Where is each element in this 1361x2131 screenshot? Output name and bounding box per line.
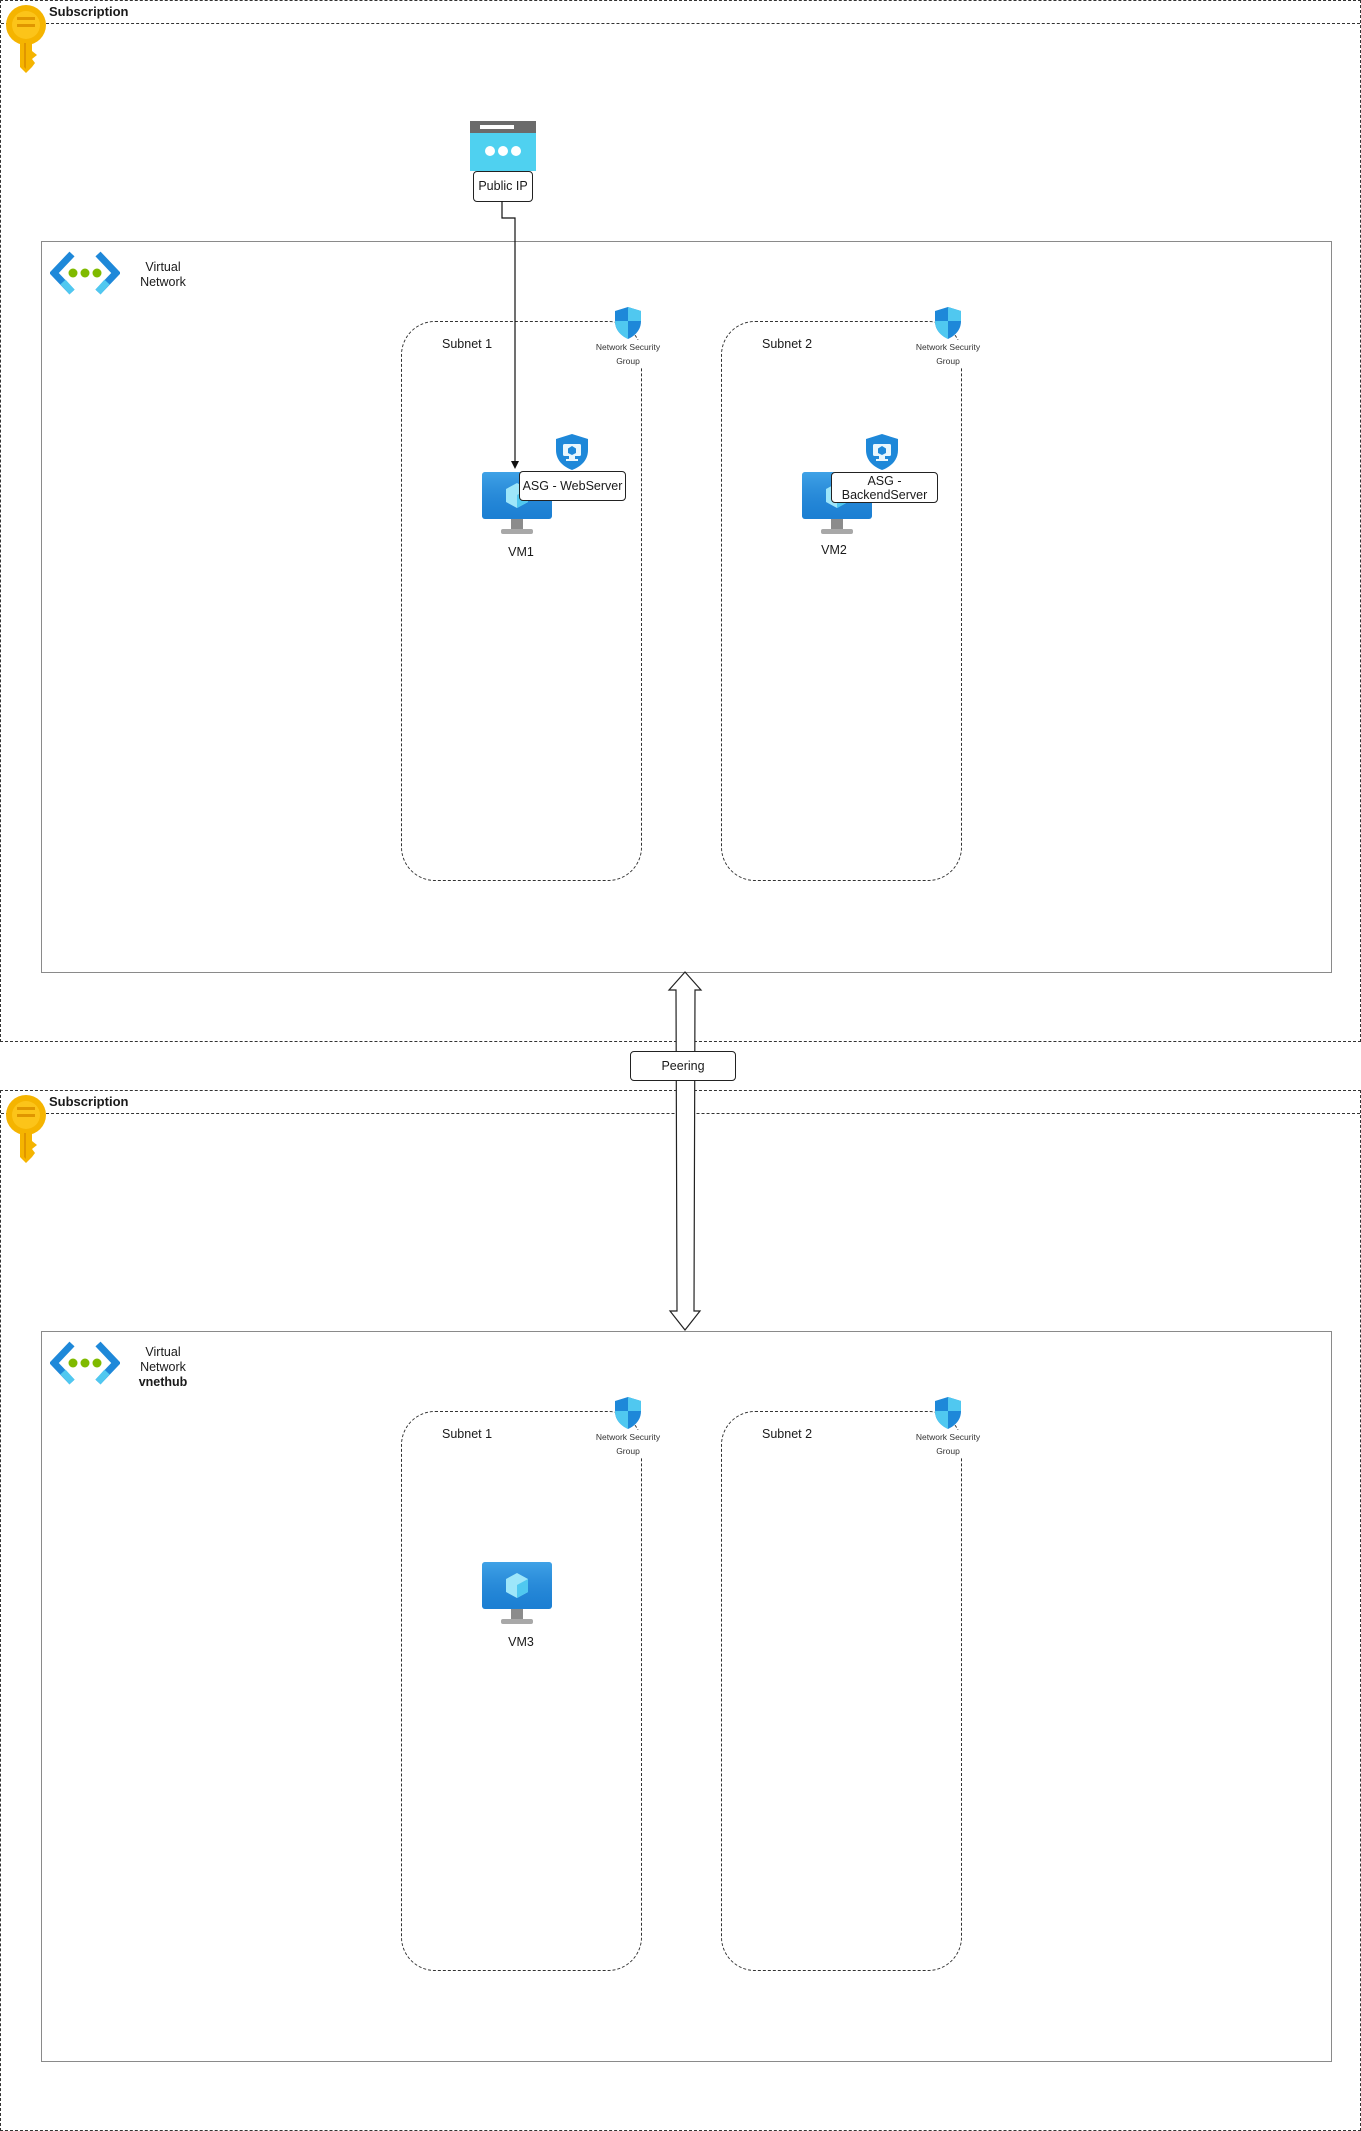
virtual-network-icon — [50, 1341, 120, 1385]
shield-icon — [935, 1397, 961, 1429]
nsg-label-line2: Group — [936, 1446, 960, 1456]
virtual-network-1: Virtual Network Subnet 1 Subnet 2 Networ… — [41, 241, 1332, 973]
vnet-label-line2: Network — [140, 275, 186, 289]
nsg-label-line1: Network Security — [915, 342, 981, 352]
subscription-title: Subscription — [49, 4, 129, 19]
key-icon — [6, 5, 46, 73]
nsg-label-line2: Group — [616, 1446, 640, 1456]
public-ip-connector — [501, 201, 516, 462]
connector-arrowhead — [511, 461, 519, 469]
vm-label: VM1 — [508, 545, 534, 559]
public-ip-icon — [470, 121, 536, 171]
application-security-group-icon — [556, 434, 588, 470]
nsg-label-line2: Group — [616, 356, 640, 366]
network-security-group-2: Network Security Group — [912, 306, 984, 368]
vnet-name: vnethub — [138, 1375, 188, 1389]
network-security-group-1: Network Security Group — [592, 306, 664, 368]
nsg-label-line1: Network Security — [595, 1432, 661, 1442]
vnet-label-line2: Network — [140, 1360, 186, 1374]
peering-label: Peering — [630, 1051, 736, 1081]
subscription-1: Subscription Virtual Network Subnet 1 Su… — [0, 0, 1361, 1042]
nsg-label: Network Security Group — [912, 340, 984, 368]
network-security-group-2: Network Security Group — [912, 1396, 984, 1458]
virtual-network-label: Virtual Network vnethub — [128, 1345, 198, 1390]
subnet-label: Subnet 1 — [442, 337, 493, 351]
subnet-2: Subnet 2 — [721, 1411, 962, 1971]
subnet-label: Subnet 1 — [442, 1427, 493, 1441]
virtual-network-2: Virtual Network vnethub Subnet 1 Subnet … — [41, 1331, 1332, 2062]
peering-arrow — [667, 971, 703, 1331]
subscription-header — [1, 1, 1360, 24]
asg-webserver-label: ASG - WebServer — [519, 471, 626, 501]
asg-label-line1: ASG - — [867, 474, 902, 488]
vm-label: VM2 — [821, 543, 847, 557]
network-security-group-1: Network Security Group — [592, 1396, 664, 1458]
virtual-network-icon — [50, 251, 120, 295]
public-ip-label: Public IP — [473, 171, 533, 202]
subnet-1: Subnet 1 — [401, 321, 642, 881]
nsg-label: Network Security Group — [592, 340, 664, 368]
virtual-network-label: Virtual Network — [128, 260, 198, 290]
nsg-label: Network Security Group — [912, 1430, 984, 1458]
vnet-label-line1: Virtual — [145, 260, 181, 274]
asg-backendserver-label: ASG - BackendServer — [831, 472, 938, 503]
shield-icon — [615, 1397, 641, 1429]
asg-label-line2: BackendServer — [841, 488, 928, 502]
vnet-label-line1: Virtual — [145, 1345, 181, 1359]
subscription-title: Subscription — [49, 1094, 129, 1109]
subnet-label: Subnet 2 — [762, 337, 813, 351]
nsg-label: Network Security Group — [592, 1430, 664, 1458]
application-security-group-icon — [866, 434, 898, 470]
monitor-icon — [482, 1562, 552, 1624]
nsg-label-line1: Network Security — [915, 1432, 981, 1442]
nsg-label-line2: Group — [936, 356, 960, 366]
key-icon — [6, 1095, 46, 1163]
shield-icon — [615, 307, 641, 339]
subnet-1: Subnet 1 — [401, 1411, 642, 1971]
vm-label: VM3 — [508, 1635, 534, 1649]
nsg-label-line1: Network Security — [595, 342, 661, 352]
subnet-2: Subnet 2 — [721, 321, 962, 881]
subnet-label: Subnet 2 — [762, 1427, 813, 1441]
shield-icon — [935, 307, 961, 339]
